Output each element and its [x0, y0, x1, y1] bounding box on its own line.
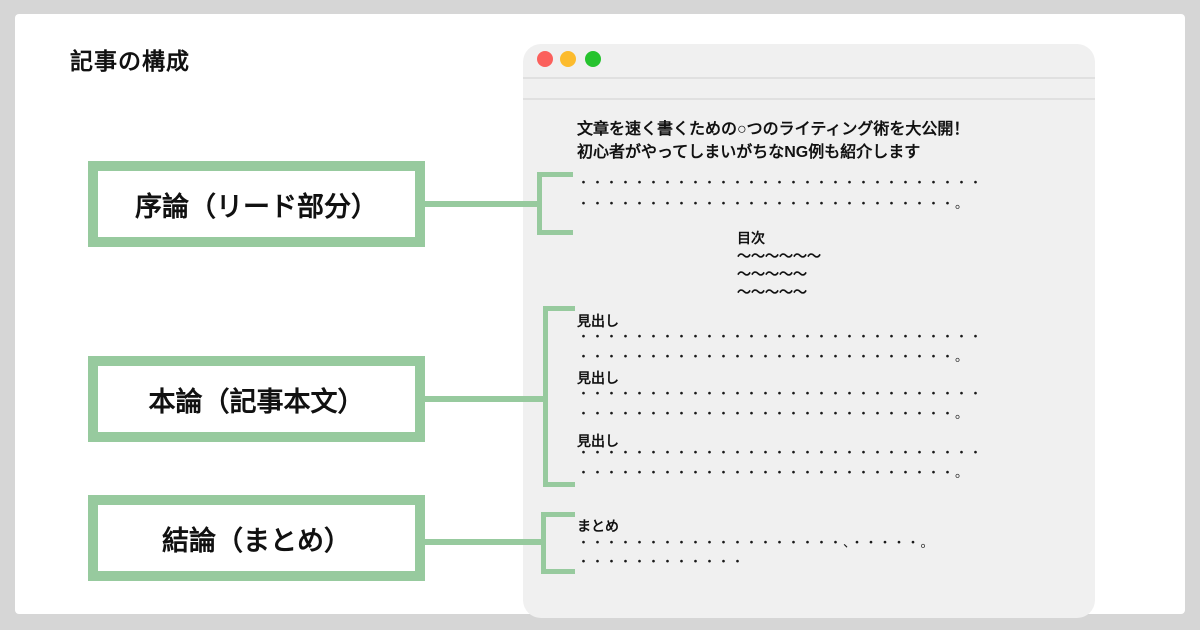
section-3-placeholder-line1: ・・・・・・・・・・・・・・・・・・・・・・・・・・・・・: [577, 445, 984, 460]
article-title-line1: 文章を速く書くための○つのライティング術を大公開！: [577, 121, 970, 138]
close-button-icon[interactable]: [537, 51, 553, 67]
connector-line-body: [425, 396, 543, 402]
label-box-conclusion: 結論（まとめ）: [88, 495, 425, 581]
lead-placeholder-line1: ・・・・・・・・・・・・・・・・・・・・・・・・・・・・・: [577, 175, 984, 190]
label-box-body: 本論（記事本文）: [88, 356, 425, 442]
connector-line-intro: [425, 201, 537, 207]
toc-entry-2: ～～～～～: [737, 266, 807, 282]
lead-placeholder-line2: ・・・・・・・・・・・・・・・・・・・・・・・・・・・。: [577, 196, 970, 211]
zoom-button-icon[interactable]: [585, 51, 601, 67]
page-title: 記事の構成: [70, 48, 190, 74]
label-box-intro: 序論（リード部分）: [88, 161, 425, 247]
toc-entry-3: ～～～～～: [737, 284, 807, 300]
summary-heading: まとめ: [577, 518, 619, 534]
toolbar-divider-top: [523, 77, 1095, 79]
toolbar-divider-bottom: [523, 98, 1095, 100]
bracket-body: [543, 306, 575, 487]
connector-line-conclusion: [425, 539, 541, 545]
section-2-placeholder-line2: ・・・・・・・・・・・・・・・・・・・・・・・・・・・。: [577, 406, 970, 421]
article-title-line2: 初心者がやってしまいがちなNG例も紹介します: [577, 144, 921, 161]
toc-label: 目次: [737, 230, 765, 246]
summary-placeholder-line1: ・・・・・・・・・・・・・・・・・・・、・・・・・。: [577, 535, 935, 550]
minimize-button-icon[interactable]: [560, 51, 576, 67]
section-heading-3: 見出し: [577, 433, 619, 449]
article-title: 文章を速く書くための○つのライティング術を大公開！ 初心者がやってしまいがちなN…: [577, 118, 969, 164]
table-of-contents: 目次 ～～～～～～ ～～～～～ ～～～～～: [737, 229, 821, 301]
label-intro-text: 序論（リード部分）: [135, 191, 378, 222]
label-body-text: 本論（記事本文）: [148, 386, 365, 417]
section-2-placeholder-line1: ・・・・・・・・・・・・・・・・・・・・・・・・・・・・・: [577, 386, 984, 401]
label-conclusion-text: 結論（まとめ）: [162, 525, 351, 556]
section-3-placeholder-line2: ・・・・・・・・・・・・・・・・・・・・・・・・・・・。: [577, 465, 970, 480]
section-heading-1: 見出し: [577, 313, 619, 329]
summary-placeholder-line2: ・・・・・・・・・・・・: [577, 554, 746, 569]
section-1-placeholder-line1: ・・・・・・・・・・・・・・・・・・・・・・・・・・・・・: [577, 329, 984, 344]
section-heading-2: 見出し: [577, 370, 619, 386]
toc-entry-1: ～～～～～～: [737, 248, 821, 264]
bracket-intro: [537, 172, 573, 235]
bracket-conclusion: [541, 512, 575, 574]
page-background: 記事の構成 序論（リード部分） 本論（記事本文） 結論（まとめ） 文章を速く書く…: [15, 14, 1185, 618]
browser-window: 文章を速く書くための○つのライティング術を大公開！ 初心者がやってしまいがちなN…: [523, 44, 1095, 618]
section-1-placeholder-line2: ・・・・・・・・・・・・・・・・・・・・・・・・・・・。: [577, 349, 970, 364]
